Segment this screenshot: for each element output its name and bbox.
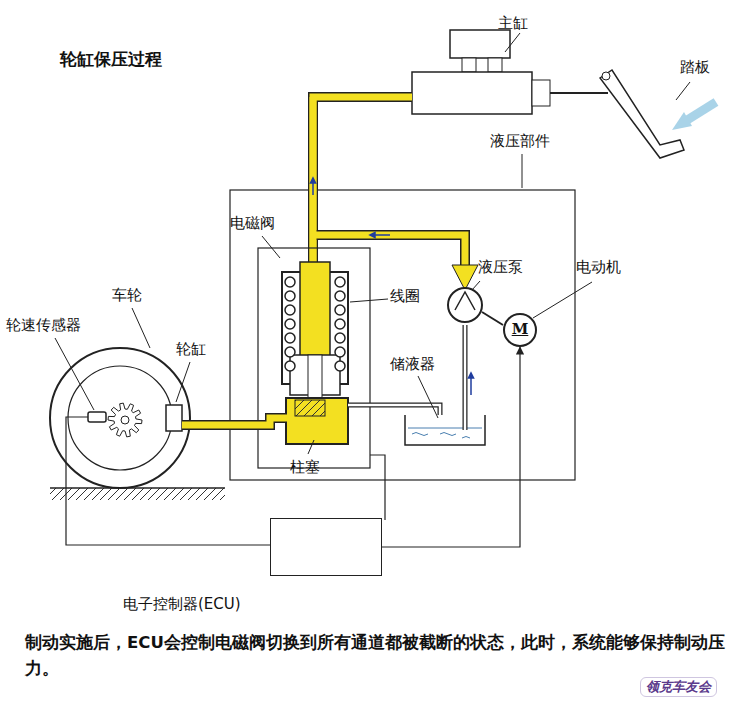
caption-text: 制动实施后，ECU会控制电磁阀切换到所有通道都被截断的状态，此时，系统能够保持制… [25, 630, 740, 683]
ecu-box: 电子控制器(ECU) [270, 518, 382, 576]
part-label: 柱塞 [290, 458, 320, 476]
part-label: 液压部件 [490, 132, 550, 150]
diagram-title: 轮缸保压过程 [60, 48, 162, 71]
part-label: 电磁阀 [230, 214, 275, 232]
sensor-rotor [108, 403, 142, 437]
part-label: 车轮 [112, 286, 142, 304]
watermark: 领克车友会 [640, 677, 717, 697]
motor-circle: M [503, 313, 537, 347]
part-label: 踏板 [680, 58, 710, 76]
coil-winding [285, 319, 295, 329]
coil-winding [335, 305, 345, 315]
part-label: 储液器 [390, 355, 435, 373]
coil-winding [285, 277, 295, 287]
part-label: 轮速传感器 [6, 316, 81, 334]
coil-winding [335, 277, 345, 287]
rotor-hub [121, 416, 129, 424]
coil-winding [285, 347, 295, 357]
part-label: 液压泵 [478, 258, 523, 276]
part-label: 电动机 [576, 258, 621, 276]
coil-winding [285, 291, 295, 301]
coil-winding [285, 333, 295, 343]
coil-winding [335, 291, 345, 301]
signal-wire [382, 347, 520, 547]
part-label: 主缸 [498, 14, 528, 32]
coil-winding [285, 361, 295, 371]
coil-winding [335, 333, 345, 343]
motor-symbol: M [505, 320, 535, 338]
ecu-label: 电子控制器(ECU) [123, 595, 241, 614]
coil-winding [285, 305, 295, 315]
part-label: 轮缸 [176, 340, 206, 358]
coil-winding [335, 319, 345, 329]
coil-winding [335, 347, 345, 357]
coil-winding [335, 361, 345, 371]
part-label: 线圈 [390, 287, 420, 305]
